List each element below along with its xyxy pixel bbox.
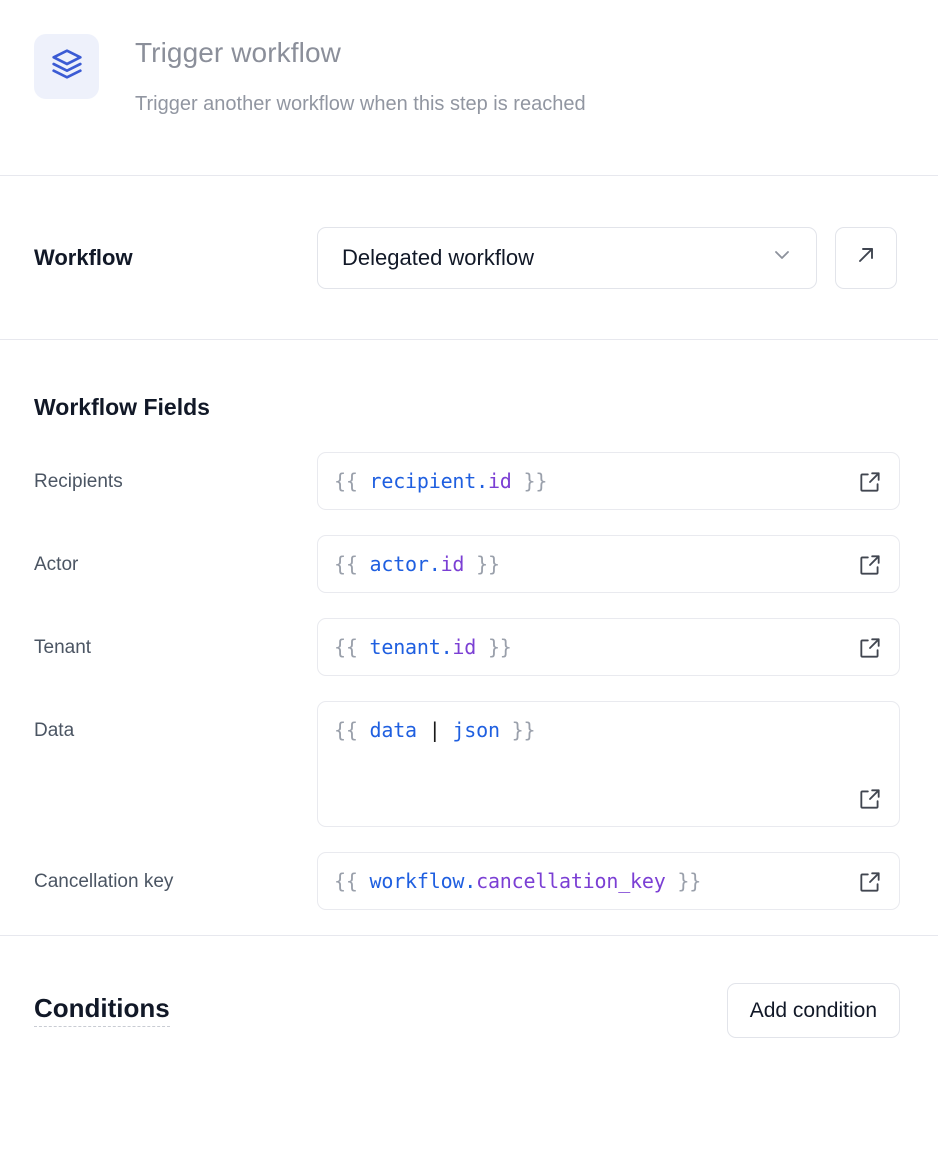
arrow-up-right-icon xyxy=(854,243,878,272)
code-token: }} xyxy=(499,718,536,742)
code-token: {{ xyxy=(334,869,370,893)
workflow-field-label: Cancellation key xyxy=(34,871,174,892)
divider-conditions xyxy=(0,935,938,936)
code-token: {{ xyxy=(334,718,370,742)
code-token: data xyxy=(369,718,418,742)
workflow-field-input[interactable]: {{ data | json }} xyxy=(317,701,900,827)
conditions-section: Conditions Add condition xyxy=(0,936,938,1085)
external-link-icon[interactable] xyxy=(857,552,883,578)
workflow-fields-heading: Workflow Fields xyxy=(34,394,210,420)
layers-icon xyxy=(51,48,83,85)
workflow-field-value: {{ recipient.id }} xyxy=(334,467,845,496)
panel-header: Trigger workflow Trigger another workflo… xyxy=(0,0,938,175)
workflow-field-label: Actor xyxy=(34,554,79,575)
code-token: cancellation_key xyxy=(476,869,666,893)
workflow-field-row: Cancellation key {{ workflow.cancellation… xyxy=(34,852,900,910)
code-token: | xyxy=(416,718,453,742)
workflow-field-value: {{ tenant.id }} xyxy=(334,633,845,662)
workflow-field-input[interactable]: {{ recipient.id }} xyxy=(317,452,900,510)
code-token: recipient. xyxy=(369,469,489,493)
workflow-field-label: Tenant xyxy=(34,637,92,658)
workflow-field-input[interactable]: {{ tenant.id }} xyxy=(317,618,900,676)
workflow-field-value: {{ actor.id }} xyxy=(334,550,845,579)
header-text-group: Trigger workflow Trigger another workflo… xyxy=(135,34,586,117)
workflow-field-row: Actor {{ actor.id }} xyxy=(34,535,900,593)
conditions-title: Conditions xyxy=(34,993,170,1028)
external-link-icon[interactable] xyxy=(857,469,883,495)
workflow-field-value: {{ workflow.cancellation_key }} xyxy=(334,867,845,896)
code-token: id xyxy=(440,552,465,576)
code-token: {{ xyxy=(334,635,370,659)
workflow-fields-section: Workflow Fields Recipients{{ recipient.i… xyxy=(0,340,938,910)
code-token: id xyxy=(487,469,512,493)
workflow-field-value: {{ data | json }} xyxy=(334,716,883,814)
page-title: Trigger workflow xyxy=(135,37,341,68)
code-token: id xyxy=(452,635,477,659)
code-token: {{ xyxy=(334,469,370,493)
workflow-field-input[interactable]: {{ actor.id }} xyxy=(317,535,900,593)
chevron-down-icon xyxy=(770,243,794,272)
workflow-field-input[interactable]: {{ workflow.cancellation_key }} xyxy=(317,852,900,910)
workflow-field-row: Data {{ data | json }} xyxy=(34,701,900,827)
code-token: {{ xyxy=(334,552,370,576)
divider-workflow xyxy=(0,339,938,340)
code-token: actor. xyxy=(369,552,441,576)
external-link-icon[interactable] xyxy=(857,869,883,895)
workflow-section: Workflow Delegated workflow xyxy=(0,176,938,339)
external-link-icon[interactable] xyxy=(857,635,883,661)
page-subtitle: Trigger another workflow when this step … xyxy=(135,92,586,115)
workflow-label: Workflow xyxy=(34,244,133,270)
layers-icon-badge xyxy=(34,34,99,99)
add-condition-button[interactable]: Add condition xyxy=(726,983,900,1038)
code-token: json xyxy=(452,718,500,742)
code-token: }} xyxy=(665,869,702,893)
workflow-select-value: Delegated workflow xyxy=(342,244,534,270)
workflow-fields-list: Recipients{{ recipient.id }}Actor{{ acto… xyxy=(34,452,900,910)
open-workflow-button[interactable] xyxy=(835,226,897,289)
workflow-field-row: Tenant {{ tenant.id }} xyxy=(34,618,900,676)
workflow-field-label: Recipients xyxy=(34,471,123,492)
code-token: }} xyxy=(464,552,500,576)
workflow-select[interactable]: Delegated workflow xyxy=(317,226,817,289)
external-link-icon[interactable] xyxy=(857,786,883,812)
code-token: workflow. xyxy=(369,869,477,893)
code-token: }} xyxy=(476,635,512,659)
code-token: }} xyxy=(511,469,548,493)
divider-header xyxy=(0,175,938,176)
code-token: tenant. xyxy=(369,635,453,659)
workflow-field-row: Recipients {{ recipient.id }} xyxy=(34,452,900,510)
workflow-field-label: Data xyxy=(34,720,75,741)
